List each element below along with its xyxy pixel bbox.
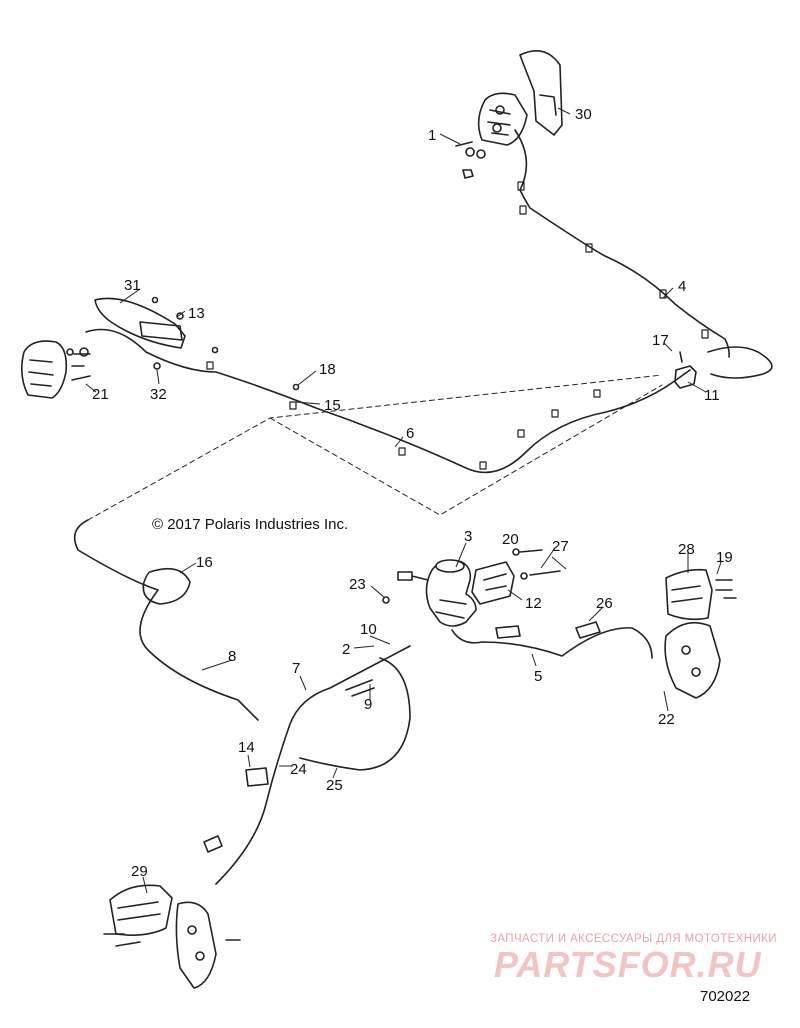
junction-block-11 (674, 351, 697, 389)
hose-loop-16 (142, 567, 191, 605)
bolts-left (66, 296, 300, 391)
callout-7: 7 (292, 660, 300, 677)
watermark-logo: PARTSFOR.RU (494, 944, 762, 985)
caliper-bracket-30 (519, 49, 563, 136)
callout-24: 24 (290, 761, 307, 778)
front-caliper-left (20, 340, 68, 399)
callout-4: 4 (678, 278, 686, 295)
leader-lines (85, 107, 722, 894)
callout-9: 9 (364, 696, 372, 713)
callout-27: 27 (552, 538, 569, 555)
callout-21: 21 (92, 386, 109, 403)
callout-20: 20 (502, 531, 519, 548)
callout-12: 12 (525, 595, 542, 612)
callout-10: 10 (360, 621, 377, 638)
callout-3: 3 (464, 528, 472, 545)
callout-13: 13 (188, 305, 205, 322)
callout-6: 6 (406, 425, 414, 442)
copyright-notice: © 2017 Polaris Industries Inc. (152, 516, 349, 533)
callout-11: 11 (704, 387, 720, 404)
line-6-clips (206, 361, 601, 470)
brake-line-5 (451, 627, 653, 659)
brake-line-4-loop (707, 346, 773, 379)
callout-14: 14 (238, 739, 255, 756)
switch-23-connector (382, 571, 429, 604)
callout-labels: 1 30 4 17 11 31 13 21 32 18 15 6 3 20 27… (92, 106, 733, 880)
brake-line-6 (85, 328, 691, 474)
callout-19: 19 (716, 549, 733, 566)
callout-25: 25 (326, 777, 343, 794)
brake-line-8 (73, 519, 259, 721)
caliper-29 (109, 884, 173, 936)
bracket-12 (471, 561, 515, 605)
caliper-bracket-22 (664, 621, 721, 699)
callout-29: 29 (131, 863, 148, 880)
callout-18: 18 (319, 361, 336, 378)
bolts-20-27 (512, 548, 561, 580)
callout-1: 1 (428, 127, 436, 144)
callout-31: 31 (124, 277, 141, 294)
callout-23: 23 (349, 576, 366, 593)
bolt-1 (455, 141, 486, 179)
watermark-tagline: ЗАПЧАСТИ И АКСЕССУАРЫ ДЛЯ МОТОТЕХНИКИ (490, 933, 777, 945)
brake-line-7 (215, 645, 411, 885)
callout-5: 5 (534, 668, 542, 685)
master-cylinder-3 (425, 559, 477, 627)
callout-15: 15 (324, 397, 341, 414)
caliper-bracket-31 (94, 297, 186, 349)
brake-line-4 (514, 129, 730, 358)
brake-line-25 (299, 657, 411, 771)
clip-parts (203, 621, 601, 853)
callout-2: 2 (342, 641, 350, 658)
dashed-reference-line (87, 374, 663, 521)
callout-28: 28 (678, 541, 695, 558)
callout-17: 17 (652, 332, 669, 349)
bolts-19 (715, 579, 737, 599)
callout-16: 16 (196, 554, 213, 571)
callout-22: 22 (658, 711, 675, 728)
rear-caliper-top (477, 92, 528, 146)
callout-8: 8 (228, 648, 236, 665)
callout-30: 30 (575, 106, 592, 123)
diagram-number: 702022 (700, 988, 751, 1005)
caliper-bracket-29 (175, 901, 217, 989)
caliper-28 (665, 568, 713, 621)
callout-26: 26 (596, 595, 613, 612)
callout-32: 32 (150, 386, 167, 403)
bolts-29 (103, 933, 241, 947)
